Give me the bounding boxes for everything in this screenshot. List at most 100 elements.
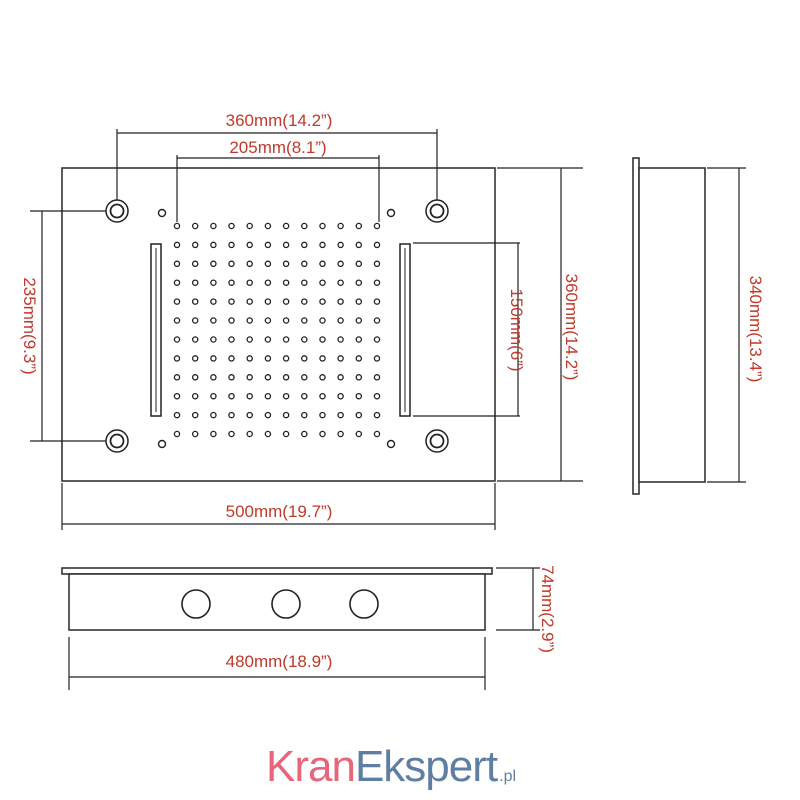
nozzle [301, 374, 308, 381]
nozzle [355, 392, 363, 400]
dim-front-width: 500mm(19.7”) [61, 483, 496, 530]
nozzle [264, 411, 272, 419]
nozzle [319, 279, 326, 286]
nozzle [337, 411, 344, 419]
nozzle [301, 279, 308, 286]
nozzle [173, 392, 181, 400]
dim-label-top-outer: 360mm(14.2”) [226, 111, 333, 130]
nozzle [355, 279, 363, 286]
nozzle [173, 374, 181, 381]
nozzle [246, 392, 253, 400]
dim-front-height: 360mm(14.2”) [497, 167, 583, 482]
nozzle [264, 241, 272, 249]
nozzle [246, 317, 253, 324]
nozzle [210, 374, 217, 381]
nozzle [282, 317, 290, 324]
nozzle [337, 222, 344, 230]
nozzle [355, 355, 363, 362]
nozzle [373, 336, 381, 343]
nozzle [264, 260, 272, 268]
nozzle [282, 260, 290, 268]
nozzle [282, 374, 290, 381]
nozzle [301, 260, 308, 268]
nozzle [228, 355, 235, 362]
nozzle [337, 260, 344, 268]
nozzle [210, 222, 217, 230]
nozzle [210, 411, 217, 419]
nozzle [246, 430, 253, 438]
nozzle [264, 317, 272, 324]
nozzle [373, 392, 381, 400]
nozzle [319, 241, 326, 249]
nozzle [264, 336, 272, 343]
nozzle [228, 336, 235, 343]
kranekspert-logo: KranEkspert.pl [266, 742, 516, 792]
nozzle [337, 374, 344, 381]
nozzle [173, 411, 181, 419]
nozzle [210, 392, 217, 400]
nozzle [173, 222, 181, 230]
nozzle [264, 279, 272, 286]
bottom-view [61, 567, 493, 631]
nozzle [191, 374, 199, 381]
nozzle [173, 298, 181, 305]
nozzle [173, 430, 181, 438]
front-view [61, 167, 496, 482]
nozzle [282, 222, 290, 230]
nozzle [191, 336, 199, 343]
nozzle [282, 411, 290, 419]
nozzle [373, 430, 381, 438]
nozzle [246, 241, 253, 249]
nozzle [337, 392, 344, 400]
nozzle [264, 430, 272, 438]
nozzle [355, 336, 363, 343]
nozzle [246, 355, 253, 362]
nozzle [319, 222, 326, 230]
dim-bottom-width: 480mm(18.9”) [68, 637, 486, 690]
nozzle [301, 336, 308, 343]
nozzle [337, 241, 344, 249]
nozzle [282, 298, 290, 305]
nozzle [282, 355, 290, 362]
nozzle [373, 317, 381, 324]
dim-label-front-width: 500mm(19.7”) [226, 502, 333, 521]
nozzle [264, 222, 272, 230]
nozzle [191, 430, 199, 438]
nozzle [373, 374, 381, 381]
nozzle [319, 298, 326, 305]
nozzle [337, 317, 344, 324]
nozzle [173, 279, 181, 286]
dim-side-height: 340mm(13.4”) [707, 167, 765, 483]
nozzle [210, 430, 217, 438]
nozzle [210, 317, 217, 324]
nozzle [319, 260, 326, 268]
nozzle [373, 260, 381, 268]
nozzle [301, 392, 308, 400]
nozzle [301, 430, 308, 438]
nozzle [337, 355, 344, 362]
side-body [638, 167, 706, 483]
nozzle [173, 336, 181, 343]
nozzle [355, 430, 363, 438]
dim-label-side-height: 340mm(13.4”) [746, 276, 765, 383]
nozzle [246, 411, 253, 419]
nozzle [228, 317, 235, 324]
nozzle [246, 336, 253, 343]
nozzle [282, 279, 290, 286]
nozzle [228, 430, 235, 438]
nozzle [228, 374, 235, 381]
connector-1 [181, 589, 211, 619]
corner-jets [105, 199, 449, 453]
nozzle [337, 279, 344, 286]
nozzle [301, 222, 308, 230]
nozzle [246, 260, 253, 268]
nozzle [228, 222, 235, 230]
nozzle [191, 222, 199, 230]
nozzle [301, 411, 308, 419]
nozzle [210, 355, 217, 362]
nozzle [355, 298, 363, 305]
nozzle [228, 241, 235, 249]
nozzle [319, 430, 326, 438]
nozzle [191, 355, 199, 362]
